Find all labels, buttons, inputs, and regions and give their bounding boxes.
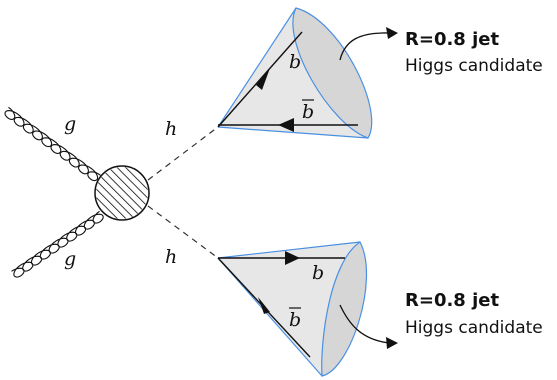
gluon-label-bottom: g: [64, 248, 76, 270]
annotation-arrow-bottom: [339, 304, 391, 344]
higgs-line-bottom: [147, 205, 219, 259]
arrowhead-top: [386, 27, 398, 39]
higgs-line-top: [147, 126, 219, 181]
higgs-label-bottom: h: [165, 246, 177, 268]
jet-title-bottom: R=0.8 jet: [405, 290, 499, 311]
arrowhead-bottom: [386, 337, 398, 349]
jet-cone-bottom: [217, 241, 368, 377]
b-quark-line-top: [217, 31, 303, 128]
jet-cone-top: [217, 7, 373, 139]
b-quark-arrow-top: [256, 68, 270, 90]
b-quark-label-top: b: [289, 51, 301, 73]
jet-title-top: R=0.8 jet: [405, 29, 499, 50]
b-quark-label-bottom: b: [312, 262, 324, 284]
annotation-arrow-top: [339, 32, 391, 61]
jet-subtitle-top: Higgs candidate: [405, 56, 543, 76]
jet-subtitle-bottom: Higgs candidate: [405, 318, 543, 338]
gluon-line-bottom: [11, 210, 104, 278]
higgs-label-top: h: [165, 118, 177, 140]
antib-label-bottom: b: [289, 309, 301, 331]
antib-quark-arrow-bottom: [258, 297, 270, 314]
antib-label-top: b: [302, 101, 314, 123]
antib-quark-arrow-top: [278, 118, 294, 132]
vertex-hatching: [96, 167, 148, 219]
gluon-line-top: [4, 106, 101, 182]
gluon-label-top: g: [64, 113, 76, 135]
b-quark-arrow-bottom: [285, 251, 300, 265]
